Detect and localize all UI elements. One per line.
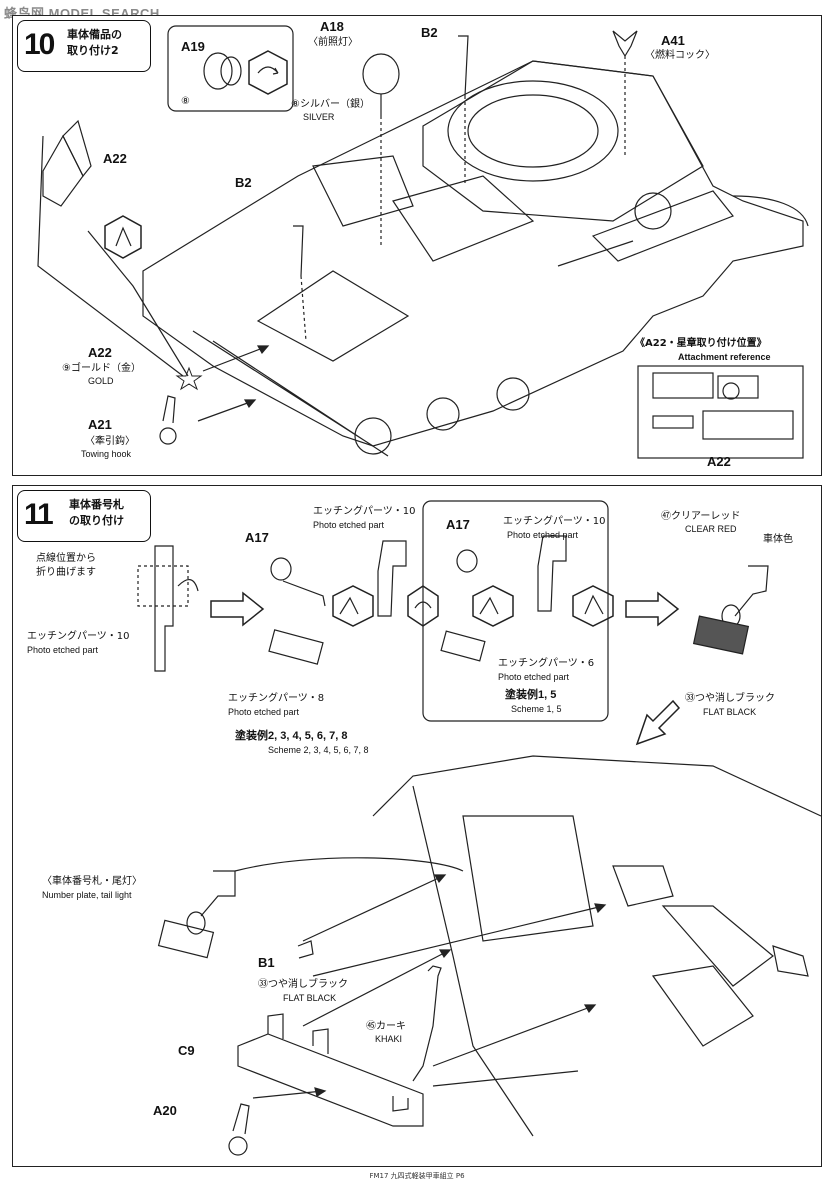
part-name-a41: 〈燃料コック〉 xyxy=(645,50,715,61)
step-11-panel: 11 車体番号札 の取り付け 点線位置から 折り曲げます エッチングパーツ・10… xyxy=(12,485,822,1167)
step-10-drawing xyxy=(37,25,809,459)
clear-red-jp: ㊼クリアーレッド xyxy=(661,511,741,522)
step-11-title-line2: の取り付け xyxy=(69,514,124,527)
paint-a18-jp: ⑧シルバー（銀） xyxy=(291,99,370,110)
bend-note-line1: 点線位置から xyxy=(36,553,96,564)
paint-a22-en: GOLD xyxy=(88,376,114,386)
khaki-en: KHAKI xyxy=(375,1034,403,1044)
pe10-box-jp: エッチングパーツ・10 xyxy=(503,516,606,527)
reference-a22: A22 xyxy=(707,454,731,469)
step-11-title-line1: 車体番号札 xyxy=(69,498,124,511)
khaki-jp: ㊺カーキ xyxy=(366,1021,406,1032)
part-label-a20: A20 xyxy=(153,1103,177,1118)
flat-black-jp: ㉝つや消しブラック xyxy=(685,693,775,704)
part-name-a21-en: Towing hook xyxy=(81,449,132,459)
pe10-left-jp: エッチングパーツ・10 xyxy=(27,631,130,642)
pe6-en: Photo etched part xyxy=(498,672,570,682)
part-label-a19: A19 xyxy=(181,39,205,54)
reference-title-jp: 《A22・星章取り付け位置》 xyxy=(635,338,767,349)
reference-title-en: Attachment reference xyxy=(678,352,771,362)
part-label-a17-box: A17 xyxy=(446,517,470,532)
clear-red-en: CLEAR RED xyxy=(685,524,737,534)
part-label-a21: A21 xyxy=(88,417,112,432)
page-footer: FM17 九四式軽装甲車組立 P6 xyxy=(369,1172,465,1180)
step-11-number: 11 xyxy=(24,498,54,531)
step-10-panel: 10 車体備品の 取り付け2 A19 ⑧ A18 〈前照灯〉 ⑧シルバー（銀） … xyxy=(12,15,822,476)
step-10-title-line1: 車体備品の xyxy=(67,28,122,41)
part-label-a41: A41 xyxy=(661,33,685,48)
plate-en: Number plate, tail light xyxy=(42,890,132,900)
flat-black2-jp: ㉝つや消しブラック xyxy=(258,979,348,990)
plate-jp: 〈車体番号札・尾灯〉 xyxy=(42,876,142,887)
pe10-mid-jp: エッチングパーツ・10 xyxy=(313,506,416,517)
part-label-b2-top: B2 xyxy=(421,25,438,40)
step-10-title-line2: 取り付け2 xyxy=(67,44,119,57)
paint-a18-en: SILVER xyxy=(303,112,335,122)
part-label-b1: B1 xyxy=(258,955,275,970)
part-label-b2-mid: B2 xyxy=(235,175,252,190)
part-label-a17-left: A17 xyxy=(245,530,269,545)
paint-ref-a19: ⑧ xyxy=(181,96,190,107)
part-label-c9: C9 xyxy=(178,1043,195,1058)
scheme-b-en: Scheme 1, 5 xyxy=(511,704,562,714)
part-name-a21: 〈牽引鈎〉 xyxy=(85,436,135,447)
step-11-header xyxy=(17,490,151,542)
pe8-en: Photo etched part xyxy=(228,707,300,717)
pe8-jp: エッチングパーツ・8 xyxy=(228,693,325,704)
step-10-header xyxy=(17,20,151,72)
pe10-left-en: Photo etched part xyxy=(27,645,99,655)
part-label-a22-top: A22 xyxy=(103,151,127,166)
body-color-jp: 車体色 xyxy=(763,534,793,545)
scheme-b-jp: 塗装例1, 5 xyxy=(505,689,557,701)
part-name-a18: 〈前照灯〉 xyxy=(308,37,358,48)
bend-note-line2: 折り曲げます xyxy=(36,567,96,578)
part-label-a18: A18 xyxy=(320,19,344,34)
part-label-a22: A22 xyxy=(88,345,112,360)
step-10-number: 10 xyxy=(24,28,55,61)
flat-black-en: FLAT BLACK xyxy=(703,707,757,717)
paint-a22-jp: ⑨ゴールド（金） xyxy=(62,363,141,374)
scheme-a-en: Scheme 2, 3, 4, 5, 6, 7, 8 xyxy=(268,745,369,755)
pe10-box-en: Photo etched part xyxy=(507,530,579,540)
pe6-jp: エッチングパーツ・6 xyxy=(498,658,595,669)
scheme-a-jp: 塗装例2, 3, 4, 5, 6, 7, 8 xyxy=(235,730,348,742)
flat-black2-en: FLAT BLACK xyxy=(283,993,337,1003)
step-11-drawing xyxy=(137,500,821,1156)
pe10-mid-en: Photo etched part xyxy=(313,520,385,530)
